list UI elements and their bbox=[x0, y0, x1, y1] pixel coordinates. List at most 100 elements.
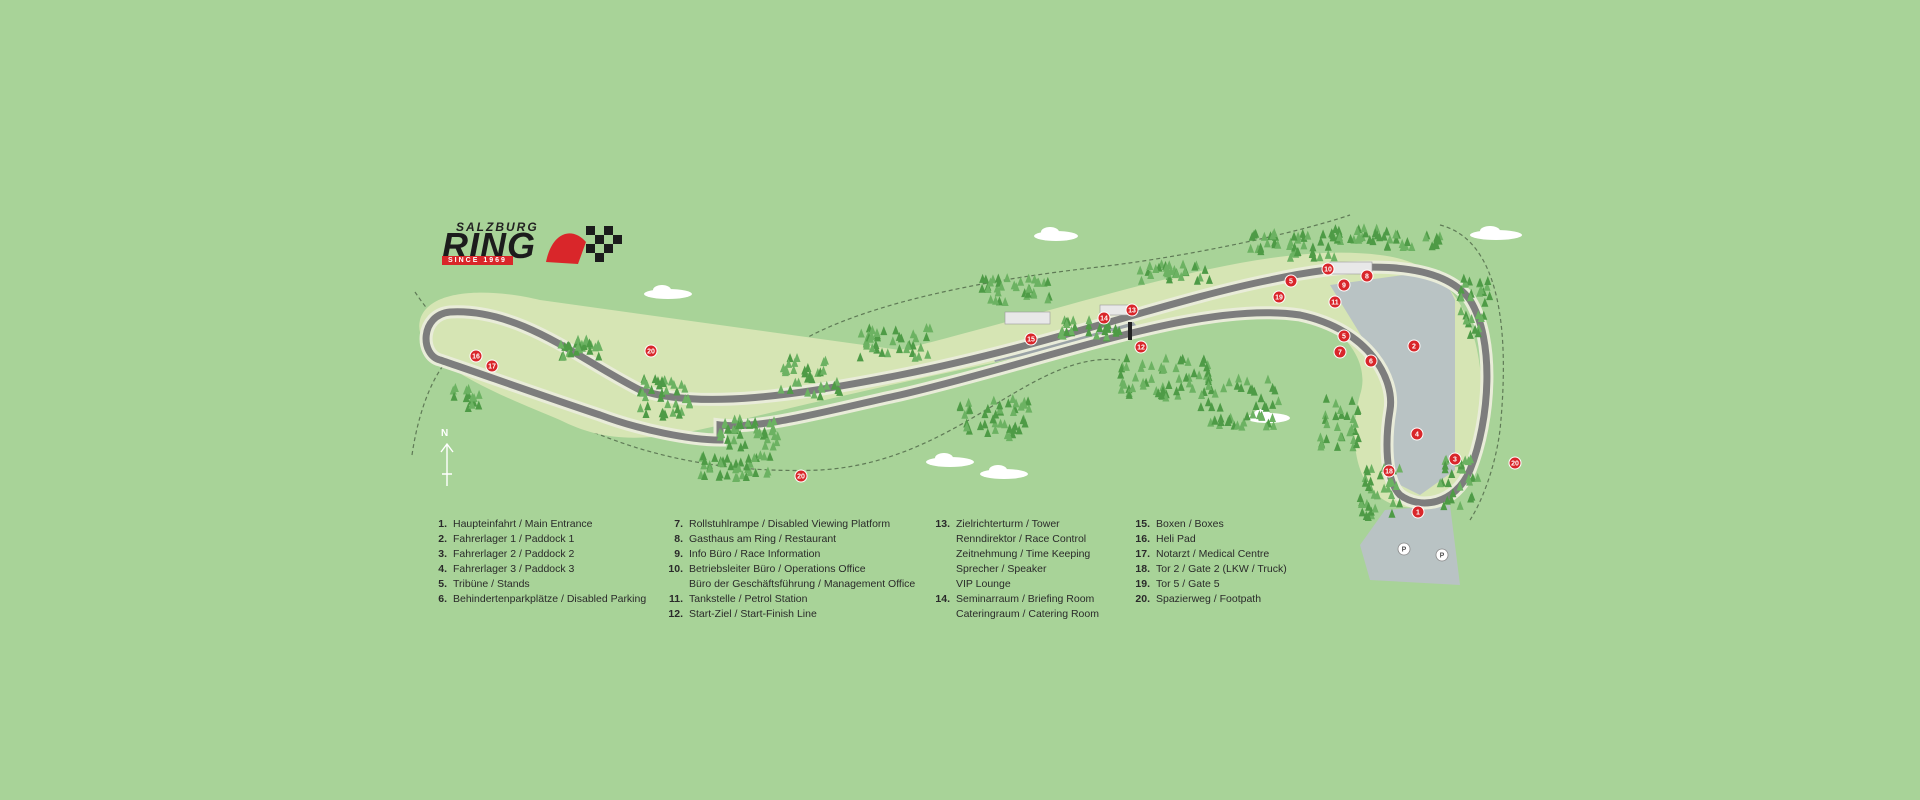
tree-icon bbox=[1447, 494, 1455, 504]
tree-icon bbox=[791, 377, 799, 387]
legend-number: 9. bbox=[674, 548, 683, 560]
tree-icon bbox=[1112, 327, 1120, 337]
tree-icon bbox=[981, 409, 989, 419]
tree-icon bbox=[642, 408, 650, 418]
tree-icon bbox=[1309, 242, 1317, 252]
tree-icon bbox=[1317, 236, 1325, 246]
legend-item: 12.Start-Ziel / Start-Finish Line bbox=[661, 607, 915, 622]
tree-icon bbox=[834, 384, 842, 394]
tree-icon bbox=[674, 404, 682, 414]
poi-marker: 13 bbox=[1125, 303, 1139, 317]
tree-icon bbox=[716, 469, 724, 479]
tree-icon bbox=[1471, 324, 1479, 334]
tree-icon bbox=[1125, 389, 1133, 399]
parking-marker-label: P bbox=[1440, 553, 1445, 560]
tree-icon bbox=[1252, 400, 1260, 410]
legend-item: 11.Tankstelle / Petrol Station bbox=[661, 592, 915, 607]
tree-icon bbox=[1457, 284, 1465, 294]
tree-icon bbox=[1380, 231, 1388, 241]
poi-marker-label: 20 bbox=[1511, 461, 1519, 468]
tree-icon bbox=[1355, 231, 1363, 241]
tree-icon bbox=[716, 431, 724, 441]
parking-marker-dot bbox=[1435, 548, 1449, 562]
legend-item: 5.Tribüne / Stands bbox=[425, 577, 646, 592]
tree-icon bbox=[1025, 283, 1033, 293]
tree-icon bbox=[1457, 306, 1465, 316]
tree-icon bbox=[992, 409, 1000, 419]
tree-icon bbox=[1269, 399, 1277, 409]
forest bbox=[449, 223, 1494, 522]
tree-icon bbox=[1204, 367, 1212, 377]
tree-icon bbox=[1263, 238, 1271, 248]
tree-icon bbox=[769, 441, 777, 451]
legend-number: 12. bbox=[668, 608, 683, 620]
legend-item: 15.Boxen / Boxes bbox=[1128, 517, 1287, 532]
tree-icon bbox=[1148, 360, 1156, 370]
tree-icon bbox=[1204, 397, 1212, 407]
tree-icon bbox=[557, 339, 565, 349]
legend-text: Fahrerlager 3 / Paddock 3 bbox=[453, 563, 575, 575]
tree-icon bbox=[750, 419, 758, 429]
tree-icon bbox=[1373, 230, 1381, 240]
legend-text: Fahrerlager 1 / Paddock 1 bbox=[453, 533, 575, 545]
tree-icon bbox=[655, 380, 663, 390]
tree-icon bbox=[1162, 353, 1170, 363]
poi-marker-label: 6 bbox=[1369, 359, 1373, 366]
tree-icon bbox=[917, 342, 925, 352]
tree-icon bbox=[806, 370, 814, 380]
tree-icon bbox=[868, 331, 876, 341]
tree-icon bbox=[997, 281, 1005, 291]
tree-icon bbox=[1269, 382, 1277, 392]
tree-icon bbox=[1211, 388, 1219, 398]
tree-icon bbox=[1071, 322, 1079, 332]
tree-icon bbox=[1146, 260, 1154, 270]
legend-number: 19. bbox=[1135, 578, 1150, 590]
tree-icon bbox=[1225, 414, 1233, 424]
tree-icon bbox=[1243, 411, 1251, 421]
tree-icon bbox=[1162, 392, 1170, 402]
legend-text: Seminarraum / Briefing Room bbox=[956, 593, 1095, 605]
tree-icon bbox=[1481, 297, 1489, 307]
tree-icon bbox=[804, 387, 812, 397]
parking-area bbox=[1360, 505, 1460, 585]
poi-marker-dot bbox=[1328, 295, 1342, 309]
footpath bbox=[411, 349, 461, 456]
poi-marker: 18 bbox=[1382, 464, 1396, 478]
tree-icon bbox=[1031, 274, 1039, 284]
tree-icon bbox=[1257, 246, 1265, 256]
tree-icon bbox=[1384, 241, 1392, 251]
tree-icon bbox=[1010, 280, 1018, 290]
tree-icon bbox=[1129, 383, 1137, 393]
tree-icon bbox=[1193, 275, 1201, 285]
tree-icon bbox=[878, 347, 886, 357]
tree-icon bbox=[468, 399, 476, 409]
tree-icon bbox=[1354, 405, 1362, 415]
legend-number: 17. bbox=[1135, 548, 1150, 560]
tree-icon bbox=[956, 402, 964, 412]
tree-icon bbox=[1468, 491, 1476, 501]
tree-icon bbox=[1361, 477, 1369, 487]
parking-markers: PP bbox=[1397, 542, 1449, 562]
tree-icon bbox=[1476, 277, 1484, 287]
legend-item: 20.Spazierweg / Footpath bbox=[1128, 592, 1287, 607]
tree-icon bbox=[1308, 249, 1316, 259]
poi-marker: 11 bbox=[1328, 295, 1342, 309]
tree-icon bbox=[1103, 331, 1111, 341]
tree-icon bbox=[1030, 289, 1038, 299]
tree-icon bbox=[1112, 323, 1120, 333]
tree-icon bbox=[731, 414, 739, 424]
tree-icon bbox=[1009, 407, 1017, 417]
legend-number: 11. bbox=[668, 593, 683, 605]
tree-icon bbox=[769, 423, 777, 433]
tree-icon bbox=[1348, 395, 1356, 405]
tree-icon bbox=[465, 383, 473, 393]
legend-item: 13.Zielrichterturm / Tower bbox=[928, 517, 1099, 532]
tree-icon bbox=[1466, 329, 1474, 339]
tree-icon bbox=[1448, 469, 1456, 479]
tree-icon bbox=[1316, 252, 1324, 262]
tree-icon bbox=[1477, 312, 1485, 322]
tree-icon bbox=[1368, 463, 1376, 473]
tree-icon bbox=[675, 409, 683, 419]
